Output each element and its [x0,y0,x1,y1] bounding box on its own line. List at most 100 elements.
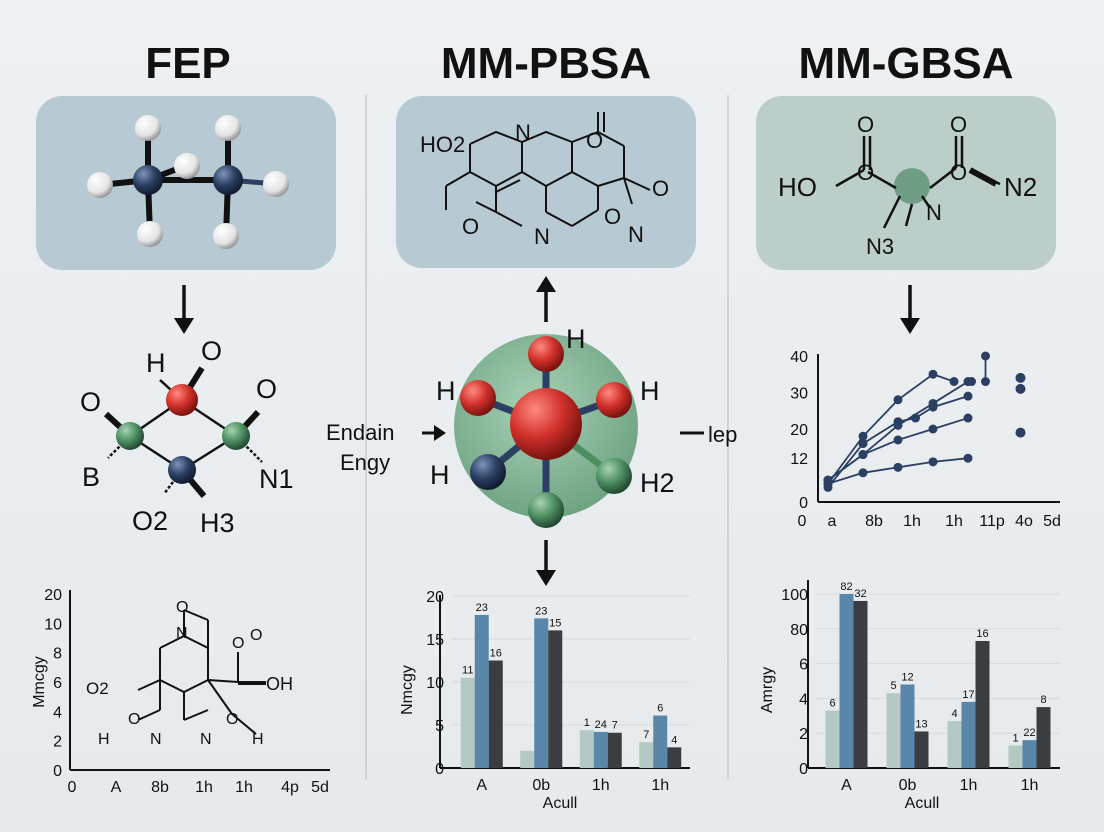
bar-data-label: 6 [829,698,835,710]
svg-text:B: B [82,462,100,492]
svg-text:N1: N1 [259,464,294,494]
data-point [963,413,973,423]
bar [853,600,868,768]
side-label-engy: Engy [340,450,390,475]
svg-text:O: O [652,176,669,201]
svg-text:H: H [430,460,450,490]
svg-text:N: N [534,224,550,249]
arrow-up-pbsa [536,276,556,322]
y-tick-label: 20 [790,422,808,439]
data-point [893,435,903,445]
y-tick-label: 0 [53,763,62,780]
svg-text:O: O [250,627,262,644]
svg-text:N: N [176,625,188,642]
y-tick-label: 0 [799,495,808,512]
bar-data-label: 23 [535,605,547,617]
fep-chart-molecule [137,609,266,735]
svg-text:O: O [857,160,874,185]
data-point [928,398,938,408]
y-tick-label: 2 [799,726,808,743]
bar-data-label: 82 [840,581,852,593]
bar [460,677,475,768]
y-tick-label: 0 [799,761,808,778]
svg-text:O2: O2 [132,506,168,536]
bar [548,630,563,768]
data-point [893,420,903,430]
bar-data-label: 24 [595,719,607,731]
y-tick-label: 10 [44,616,62,633]
svg-text:Acull: Acull [905,795,940,812]
bar-data-label: 5 [890,680,896,692]
svg-text:Acull: Acull [543,795,578,812]
bar [653,715,668,768]
bar [947,721,962,768]
bar-data-label: 4 [671,734,677,746]
svg-text:O: O [176,599,188,616]
bar-data-label: 17 [962,689,974,701]
x-tick-label: A [841,777,852,794]
bar-data-label: 1 [584,717,590,729]
side-label-lep: lep [708,422,737,447]
svg-text:H2: H2 [640,468,675,498]
svg-text:O: O [80,387,101,417]
x-tick-label: 0 [798,513,807,530]
svg-text:N: N [628,222,644,247]
x-tick-label: 1h [945,513,963,530]
y-tick-label: 2 [53,734,62,751]
bar [534,618,549,768]
bar [1008,745,1023,768]
svg-text:N: N [200,731,212,748]
y-tick-label: 6 [799,657,808,674]
bar [886,693,901,768]
bar-data-label: 11 [462,665,473,677]
svg-text:N3: N3 [866,234,894,259]
svg-text:H3: H3 [200,508,235,538]
svg-text:H: H [98,731,110,748]
bar [593,731,608,768]
bar [474,614,489,768]
bar-data-label: 7 [643,729,649,741]
bar [839,594,854,768]
title-mm-pbsa: MM-PBSA [441,39,651,88]
x-tick-label: 0b [899,777,917,794]
data-point [858,431,868,441]
svg-text:H: H [436,376,456,406]
svg-text:H: H [566,324,586,354]
y-tick-label: 4 [53,704,62,721]
svg-text:H: H [146,348,166,378]
data-point [858,439,868,449]
y-tick-label: 12 [790,451,808,468]
data-point [963,391,973,401]
y-tick-label: 30 [790,386,808,403]
bar [667,747,682,768]
bar [825,710,840,768]
central-molecule: H H H H H2 [430,324,675,528]
svg-text:O2: O2 [86,679,109,698]
arrow-down-gbsa [900,285,920,334]
y-tick-label: 5 [435,718,444,735]
title-mm-gbsa: MM-GBSA [798,39,1013,88]
svg-text:O: O [128,711,140,728]
x-tick-label: 5d [311,779,329,796]
fep-molecule-panel [36,96,336,270]
x-tick-label: 1h [235,779,253,796]
x-tick-label: 1h [1021,777,1039,794]
pbsa-molecule-panel: HO2 N O O O N O N [396,96,696,268]
svg-text:O: O [232,635,244,652]
x-tick-label: 8b [865,513,883,530]
data-point [949,377,959,387]
svg-text:HO: HO [778,172,817,202]
bar-data-label: 22 [1023,727,1035,739]
bar-data-label: 1 [1012,732,1018,744]
svg-text:H: H [252,731,264,748]
bar-data-label: 32 [854,588,866,600]
x-tick-label: a [828,513,837,530]
x-tick-label: 1h [960,777,978,794]
data-point [981,377,990,387]
y-tick-label: 20 [426,589,444,606]
title-fep: FEP [145,39,231,88]
svg-text:O: O [950,112,967,137]
